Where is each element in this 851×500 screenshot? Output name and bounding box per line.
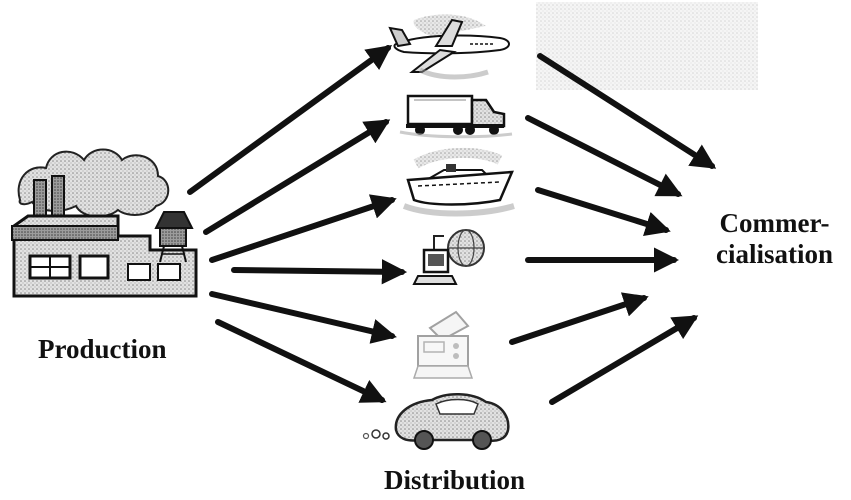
commercialisation-label: Commer- cialisation — [716, 208, 833, 270]
arrow-from-car — [549, 315, 699, 405]
arrow-from-truck — [525, 115, 683, 197]
factory-icon — [11, 148, 198, 298]
distribution-label: Distribution — [384, 465, 526, 495]
commercialisation-label-line2: cialisation — [716, 239, 834, 269]
production-label: Production — [38, 334, 167, 364]
arrows-distribution-to-commercialisation — [509, 53, 717, 405]
arrow-from-airplane — [537, 53, 717, 169]
airplane-icon — [388, 14, 510, 80]
arrow-from-fax — [509, 292, 649, 345]
truck-icon — [399, 94, 513, 139]
arrows-production-to-distribution — [187, 45, 408, 403]
computer-network-icon — [412, 229, 485, 285]
ship-icon — [402, 148, 515, 217]
arrow-to-computer — [231, 259, 408, 285]
car-icon — [362, 393, 510, 450]
arrow-from-ship — [535, 187, 671, 237]
arrow-to-ship — [209, 194, 397, 263]
commercialisation-label-line1: Commer- — [719, 208, 830, 238]
arrow-to-airplane — [187, 45, 393, 195]
arrow-to-fax — [209, 291, 397, 344]
fax-machine-icon — [412, 310, 474, 379]
arrow-to-truck — [203, 119, 391, 235]
arrow-to-car — [215, 319, 387, 403]
